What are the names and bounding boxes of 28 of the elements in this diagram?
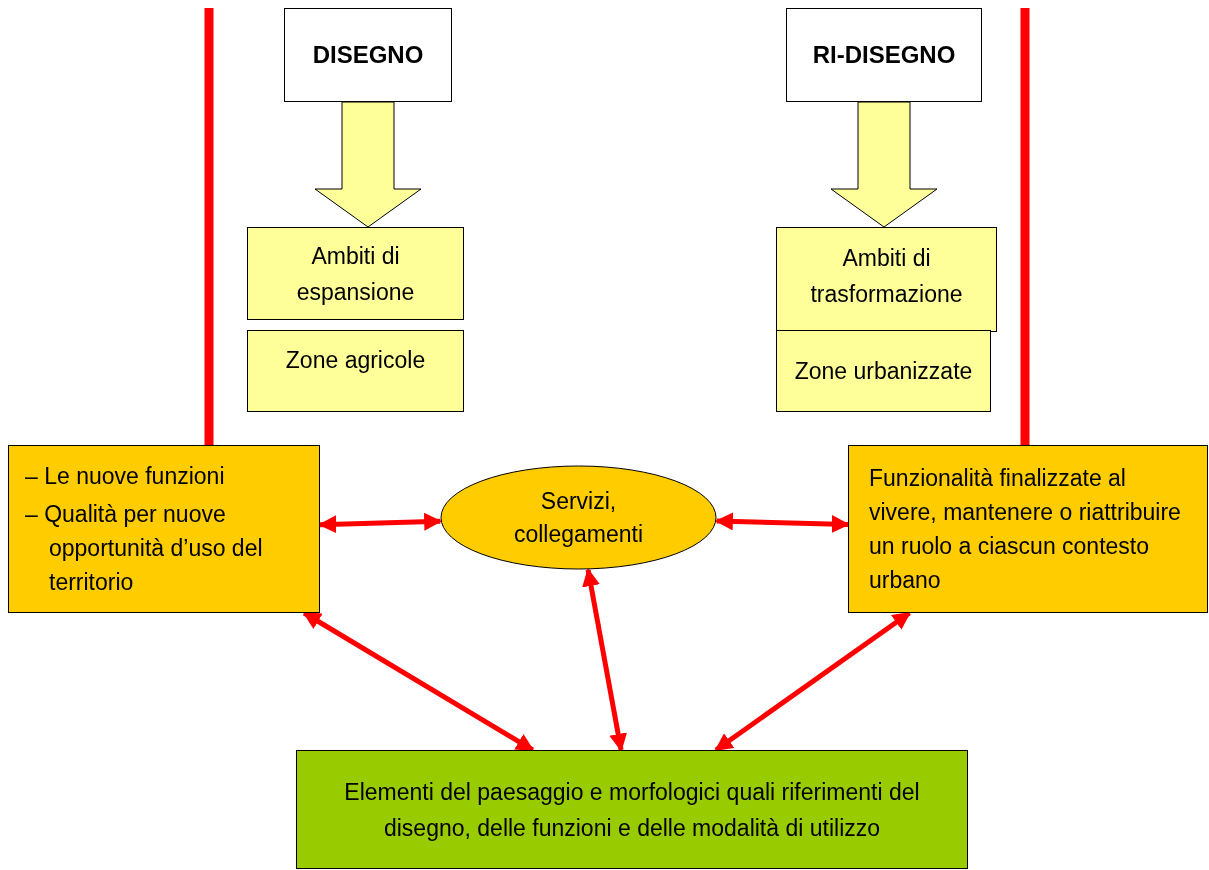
landscape-box — [296, 750, 968, 869]
category-box — [247, 227, 464, 320]
node-text: DISEGNO — [312, 40, 424, 70]
category-box — [247, 330, 464, 412]
service-oval — [440, 465, 717, 570]
function-box — [848, 445, 1208, 613]
node-text: Servizi, collegamenti — [512, 486, 645, 549]
double-arrow — [582, 568, 628, 752]
connector-line — [1020, 8, 1030, 445]
node-text: RI-DISEGNO — [812, 40, 956, 70]
node-text: Funzionalità finalizzate al vivere, mantenere o riattribuire un ruolo a ciascun contesto urbano — [869, 464, 1182, 595]
double-arrow — [318, 512, 443, 534]
node-text: Zone agricole — [285, 346, 426, 375]
node-text: Zone urbanizzate — [794, 356, 973, 386]
category-box — [776, 227, 997, 332]
title-box — [284, 8, 452, 102]
node-text: Elementi del paesaggio e morfologici quali riferimenti del disegno, delle funzioni e delle modalità di utilizzo — [343, 777, 921, 843]
double-arrow — [714, 512, 850, 533]
connector-line — [204, 8, 214, 445]
block-arrow — [830, 101, 938, 228]
node-text: Ambiti di espansione — [295, 241, 416, 307]
title-box — [786, 8, 982, 102]
function-box — [8, 445, 320, 613]
block-arrow — [314, 101, 422, 228]
category-box — [776, 330, 991, 412]
node-text: Ambiti di trasformazione — [809, 244, 964, 309]
node-text: – Le nuove funzioni — [25, 462, 226, 491]
node-text: – Qualità per nuove opportunità d’uso del territorio — [25, 500, 264, 597]
